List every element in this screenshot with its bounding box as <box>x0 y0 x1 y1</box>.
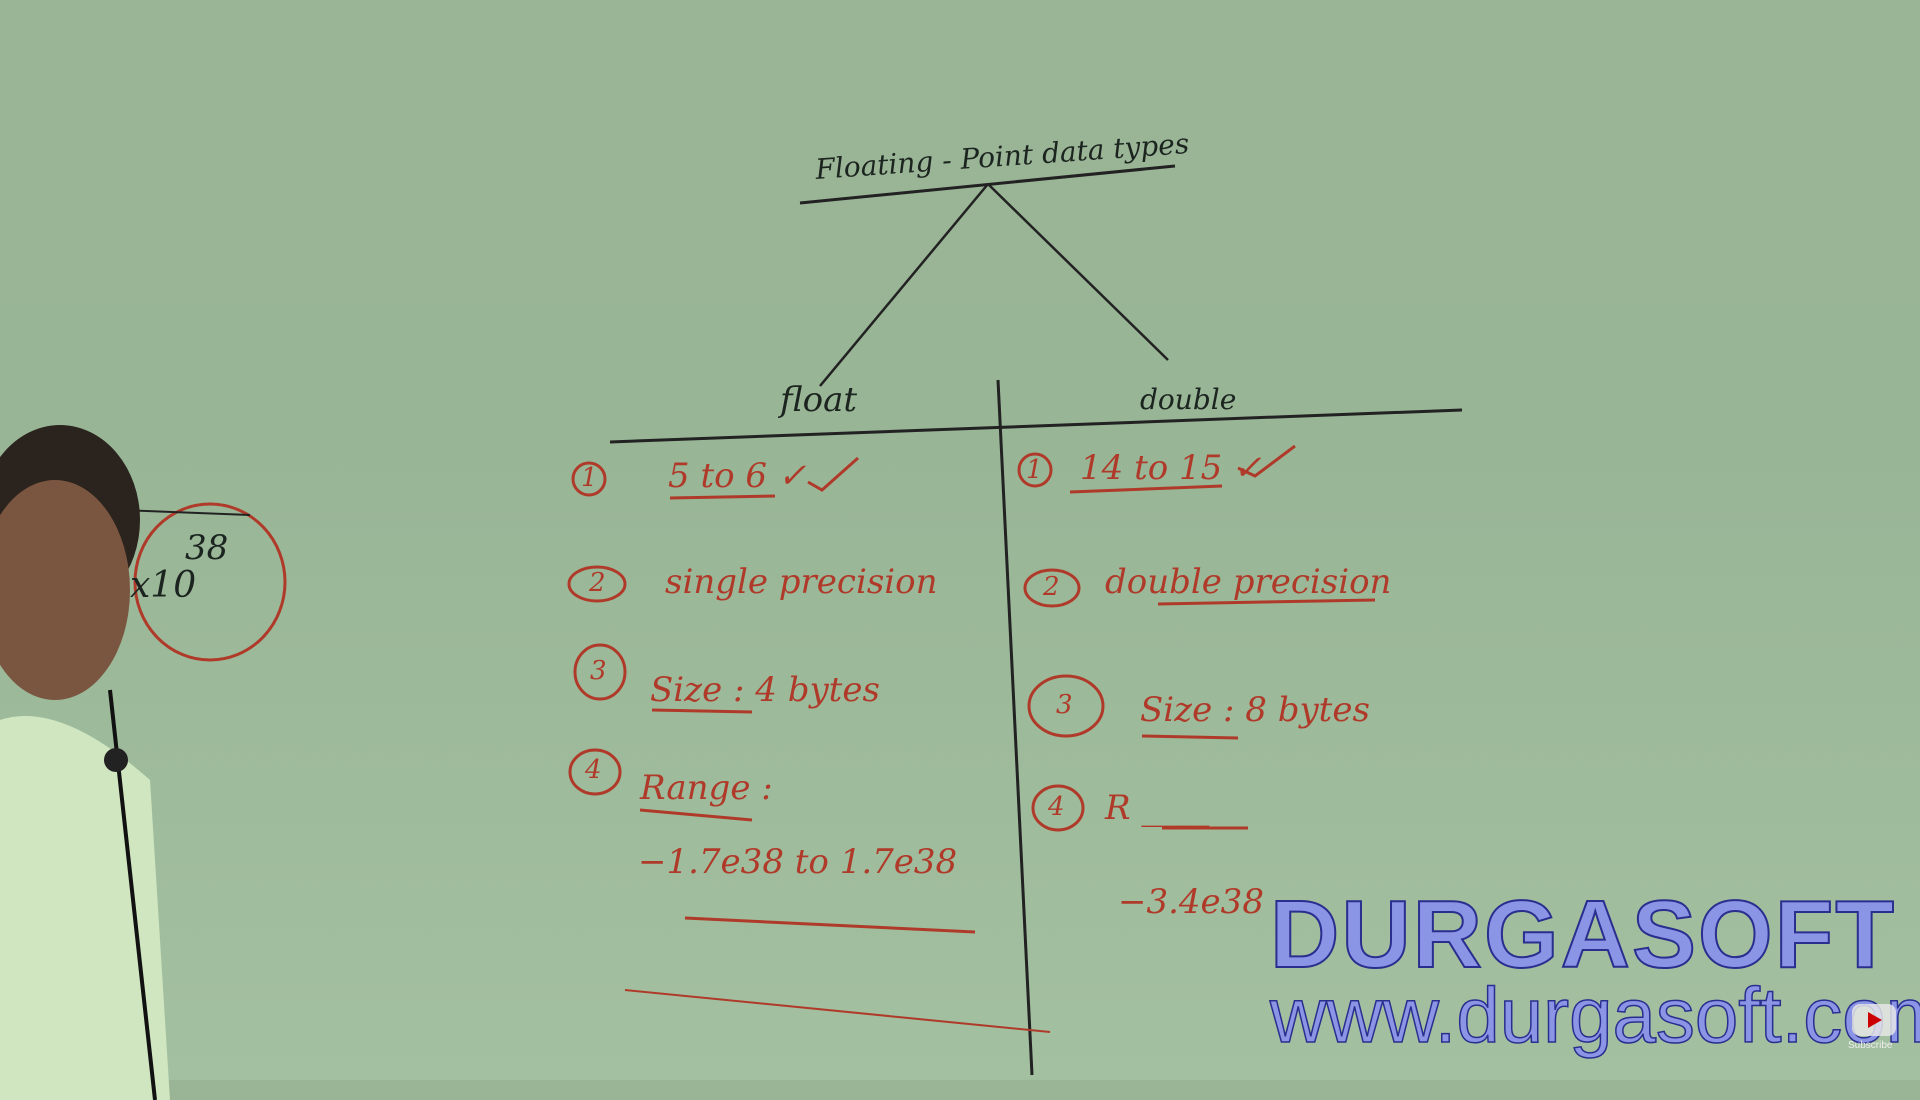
side-note-exponent: 38 <box>185 528 229 568</box>
durgasoft-brand-watermark: DURGASOFT <box>1269 880 1896 989</box>
side-note-base: x10 <box>130 565 197 606</box>
durgasoft-url-watermark: www.durgasoft.com <box>1269 970 1920 1060</box>
float-range-value: −1.7e38 to 1.7e38 <box>638 842 958 882</box>
double-item-2-text: double precision <box>1105 562 1392 602</box>
double-item-3-number: 3 <box>1056 690 1073 720</box>
double-item-3-text: Size : 8 bytes <box>1140 690 1370 730</box>
float-item-1-number: 1 <box>581 463 598 493</box>
double-item-2-number: 2 <box>1043 572 1060 602</box>
double-item-1-text: 14 to 15 ✓ <box>1080 448 1262 488</box>
double-item-4-number: 4 <box>1048 792 1065 822</box>
float-item-4-number: 4 <box>585 755 602 785</box>
double-range-value: −3.4e38 <box>1118 882 1264 922</box>
float-heading: float <box>780 380 858 420</box>
float-item-3-number: 3 <box>590 656 607 686</box>
double-item-4-text: R ____ <box>1105 788 1210 828</box>
double-heading: double <box>1140 383 1237 416</box>
double-item-1-number: 1 <box>1026 455 1043 485</box>
float-item-4-text: Range : <box>640 768 773 808</box>
subscribe-label[interactable]: Subscribe <box>1848 1040 1893 1051</box>
float-item-2-number: 2 <box>589 568 606 598</box>
float-item-3-text: Size : 4 bytes <box>650 670 880 710</box>
presenter <box>0 425 170 1100</box>
float-item-1-text: 5 to 6 ✓ <box>668 456 807 496</box>
float-item-2-text: single precision <box>665 562 938 602</box>
youtube-subscribe-icon[interactable] <box>1852 1004 1896 1036</box>
